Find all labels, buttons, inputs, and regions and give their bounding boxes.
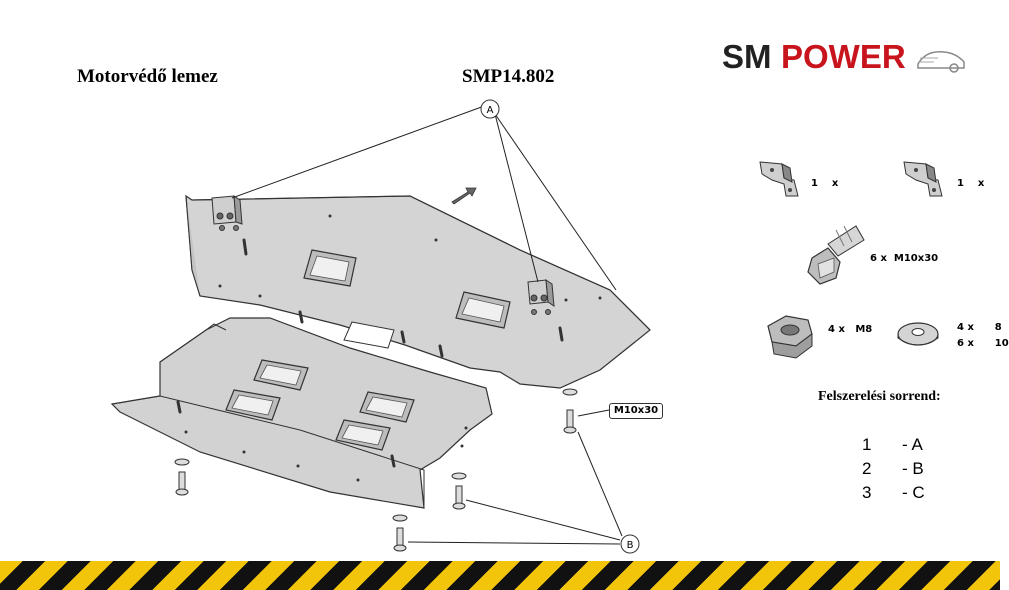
part-5-line-2: 6 x 10 (957, 338, 1009, 349)
bolt-set (174, 388, 578, 552)
washer-part-icon (897, 322, 939, 346)
order-title: Felszerelési sorrend: (818, 389, 941, 404)
label-a: A (487, 105, 494, 116)
hazard-stripe (0, 561, 1000, 590)
car-silhouette-icon (917, 51, 965, 73)
order-step-3: 3- C (862, 483, 925, 502)
nut-part-icon (767, 315, 813, 359)
bracket-part-icon-2 (903, 161, 943, 197)
part-5-line-1: 4 x 8 (957, 322, 1002, 333)
order-step-1: 1- A (862, 435, 923, 454)
bracket-a-left (211, 195, 243, 231)
brand-part-1: SM (722, 38, 772, 75)
rear-plate (185, 187, 651, 389)
bracket-part-icon-1 (759, 161, 799, 197)
brand-part-2: POWER (781, 38, 906, 75)
front-plate (110, 317, 493, 509)
bolt-callout: M10x30 (609, 403, 663, 419)
brand-logo: SM POWER (718, 38, 968, 78)
leader-lines (231, 104, 623, 545)
part-code: SMP14.802 (462, 66, 555, 87)
label-b-circle (620, 534, 640, 554)
part-4-qty: 4 x M8 (828, 324, 873, 335)
order-step-2: 2- B (862, 459, 924, 478)
bolt-part-icon (807, 225, 865, 285)
bracket-a-right (527, 279, 555, 315)
label-b: B (627, 540, 634, 551)
part-1-qty: 1 x (811, 178, 839, 189)
part-2-qty: 1 x (957, 178, 985, 189)
assembly-diagram: A B (110, 99, 943, 554)
part-3-qty: 6 x M10x30 (870, 253, 939, 264)
title: Motorvédő lemez (77, 66, 218, 87)
label-a-circle (480, 99, 500, 119)
